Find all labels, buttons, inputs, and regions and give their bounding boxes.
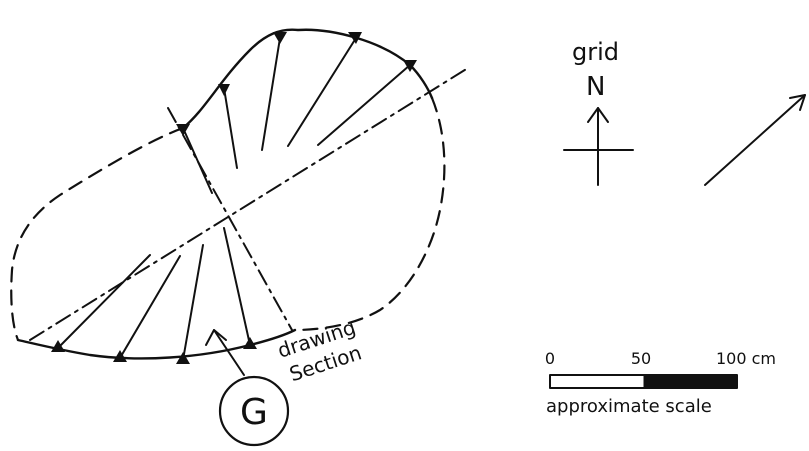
scale-bar-segments [550,375,737,388]
grid-label: grid [572,38,619,66]
scale-bar: 0 50 100 cm approximate scale [545,349,776,417]
section-marker-circle [218,375,290,447]
section-marker: G [205,329,290,447]
hachures [51,32,417,364]
section-label: drawing Section [275,315,365,386]
scale-tick-100: 100 cm [716,349,776,368]
feature-edge-dashed-left [10,126,185,342]
feature-edge-top [181,28,434,130]
scale-segment-0 [550,375,644,388]
feature-edge-dashed [293,96,446,332]
scale-tick-50: 50 [631,349,651,368]
long-axis-line [29,67,469,341]
scale-segment-1 [643,375,737,388]
scale-tick-0: 0 [545,349,555,368]
grid-north-arrow: grid N [563,38,634,186]
section-line [167,107,293,331]
section-marker-letter: G [240,392,268,433]
orientation-arrow [704,94,806,186]
scale-bar-frame [549,374,738,389]
scale-caption: approximate scale [546,396,712,417]
north-label: N [586,72,605,102]
